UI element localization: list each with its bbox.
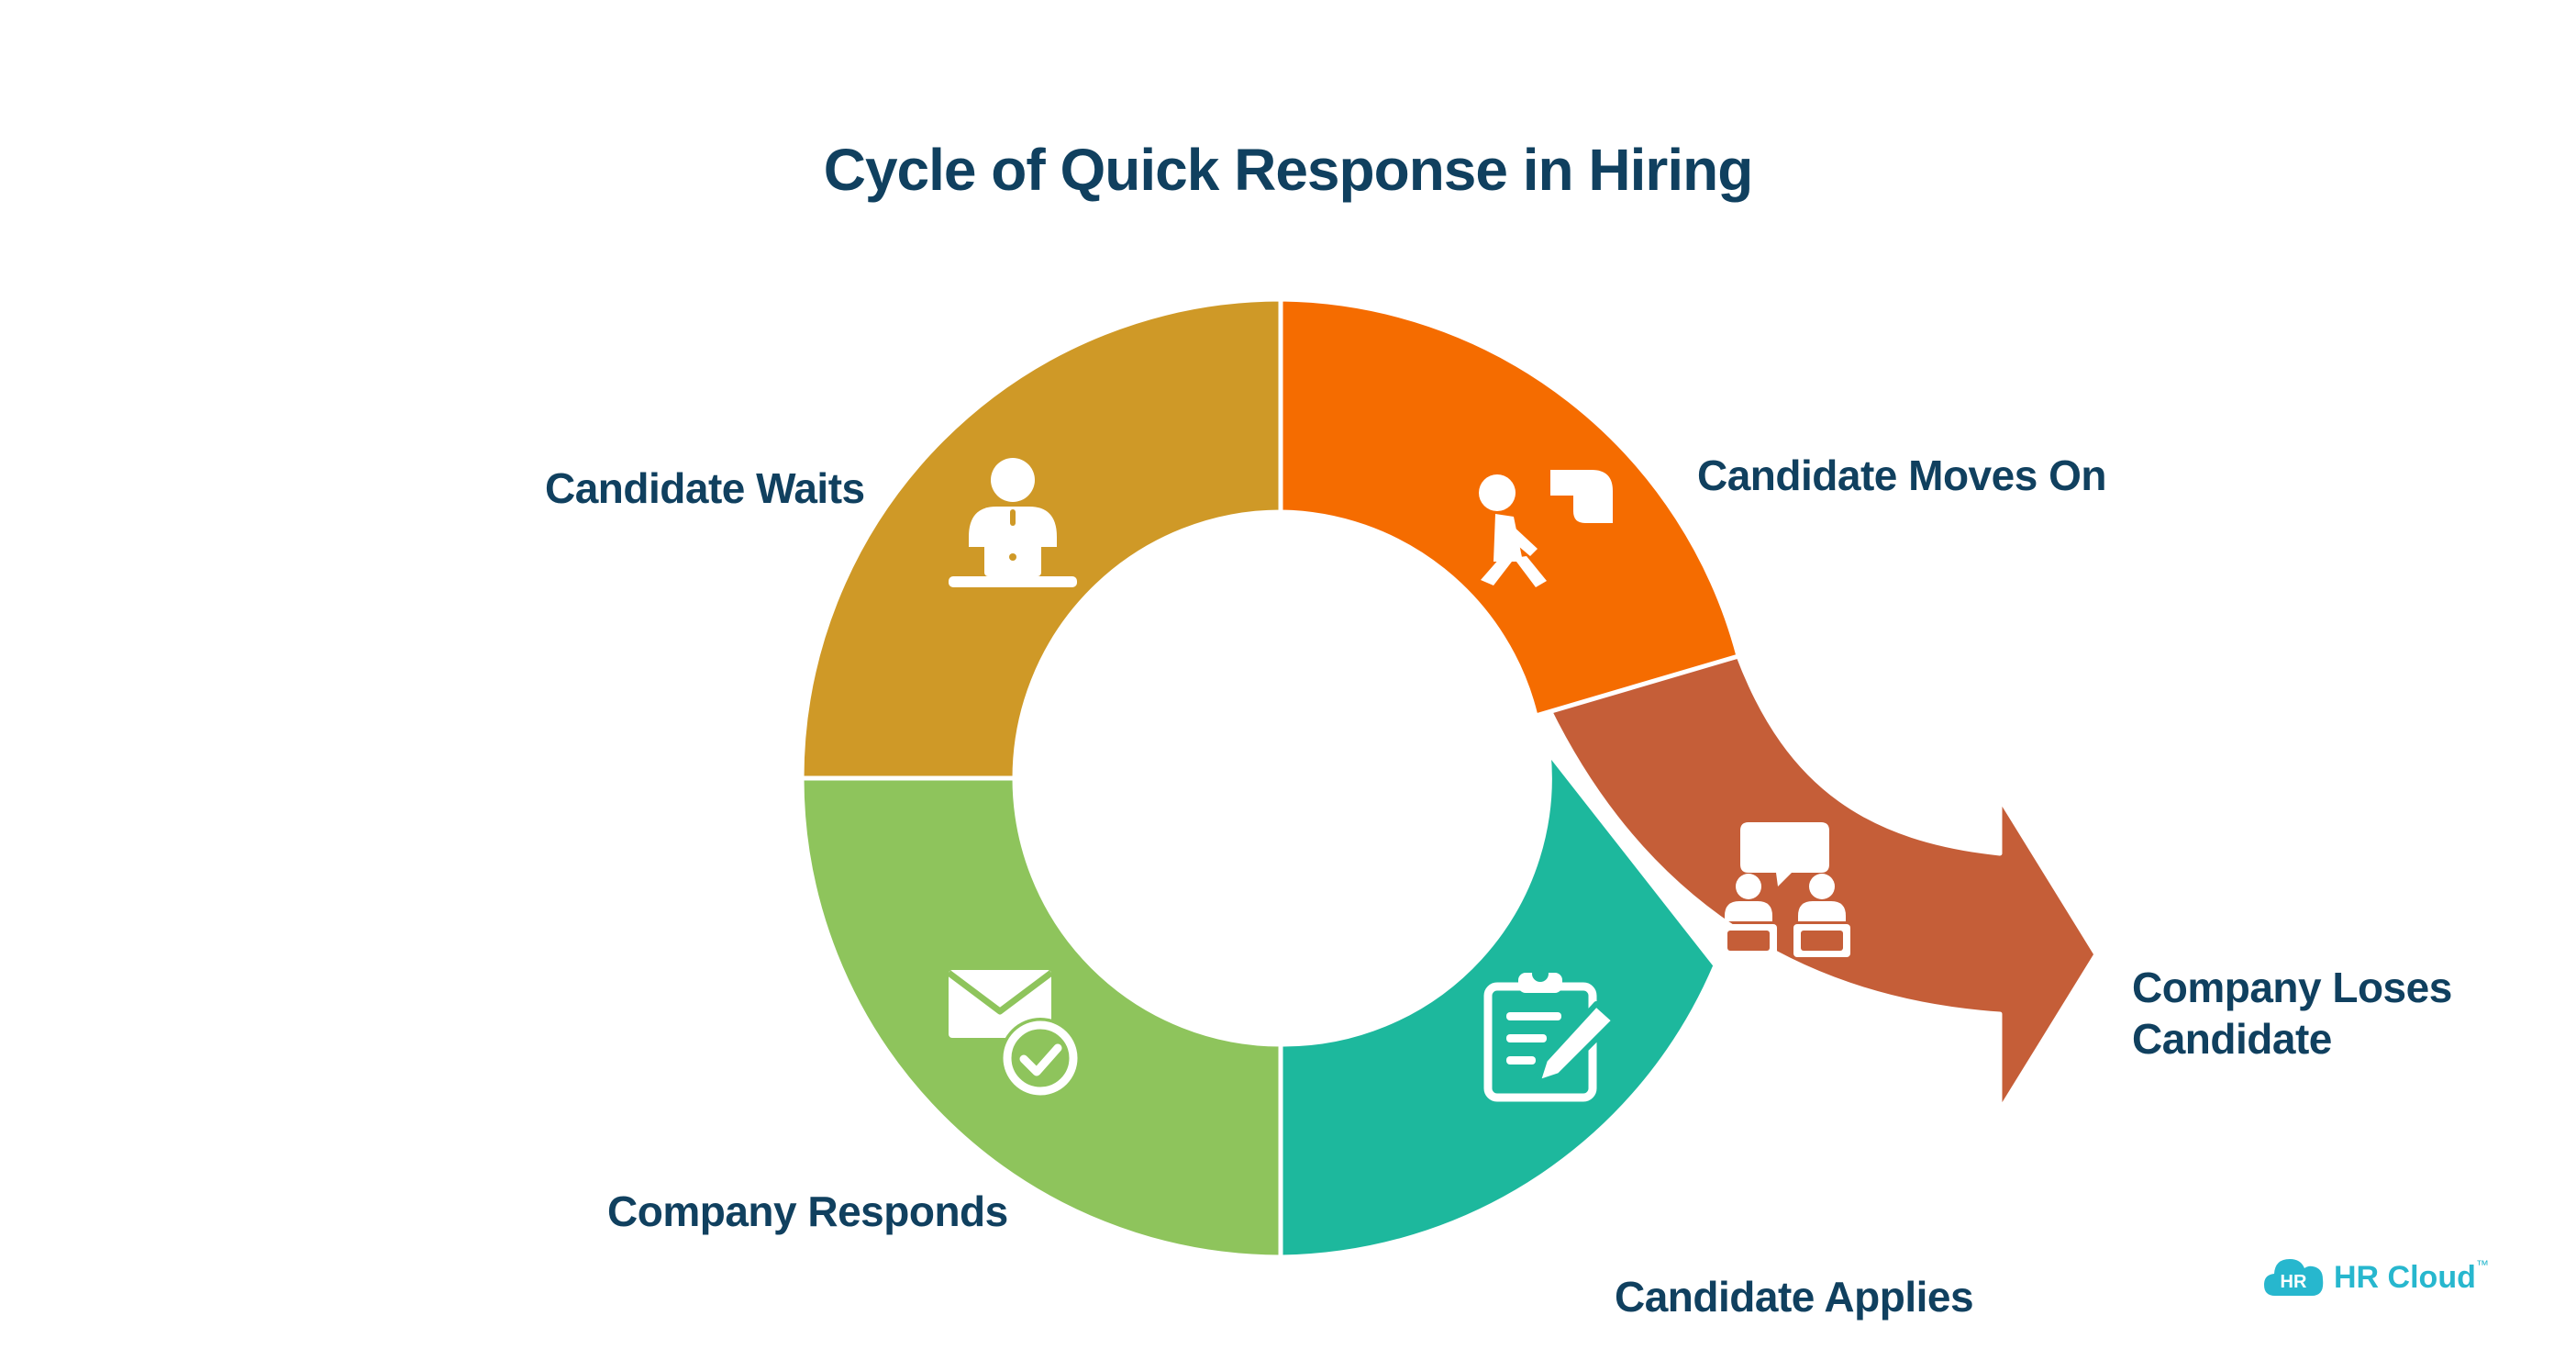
- label-candidate-waits: Candidate Waits: [545, 464, 865, 512]
- person-walking-away-icon: [1479, 470, 1613, 587]
- envelope-check-icon: [946, 970, 1081, 1098]
- logo-text: HR Cloud: [2334, 1259, 2476, 1295]
- page-title: Cycle of Quick Response in Hiring: [823, 137, 1754, 203]
- label-company-loses-candidate: Company Loses Candidate: [2132, 962, 2452, 1065]
- clipboard-pen-icon: [1483, 965, 1617, 1102]
- hr-cloud-logo: HR HR Cloud ™: [2262, 1252, 2489, 1303]
- label-company-loses-line1: Company Loses: [2132, 964, 2452, 1011]
- label-company-responds: Company Responds: [607, 1187, 1008, 1235]
- cloud-shape: [2264, 1259, 2324, 1296]
- person-at-laptop-icon: [949, 458, 1077, 587]
- label-candidate-moves-on: Candidate Moves On: [1697, 451, 2106, 499]
- interview-chat-icon: [1720, 822, 1850, 957]
- logo-badge: HR: [2281, 1272, 2307, 1292]
- segment-candidate-moves-on: [1278, 296, 1741, 719]
- logo-trademark: ™: [2475, 1257, 2489, 1272]
- cloud-icon: HR: [2262, 1252, 2326, 1303]
- label-candidate-applies: Candidate Applies: [1615, 1273, 1974, 1321]
- label-company-loses-line2: Candidate: [2132, 1015, 2332, 1063]
